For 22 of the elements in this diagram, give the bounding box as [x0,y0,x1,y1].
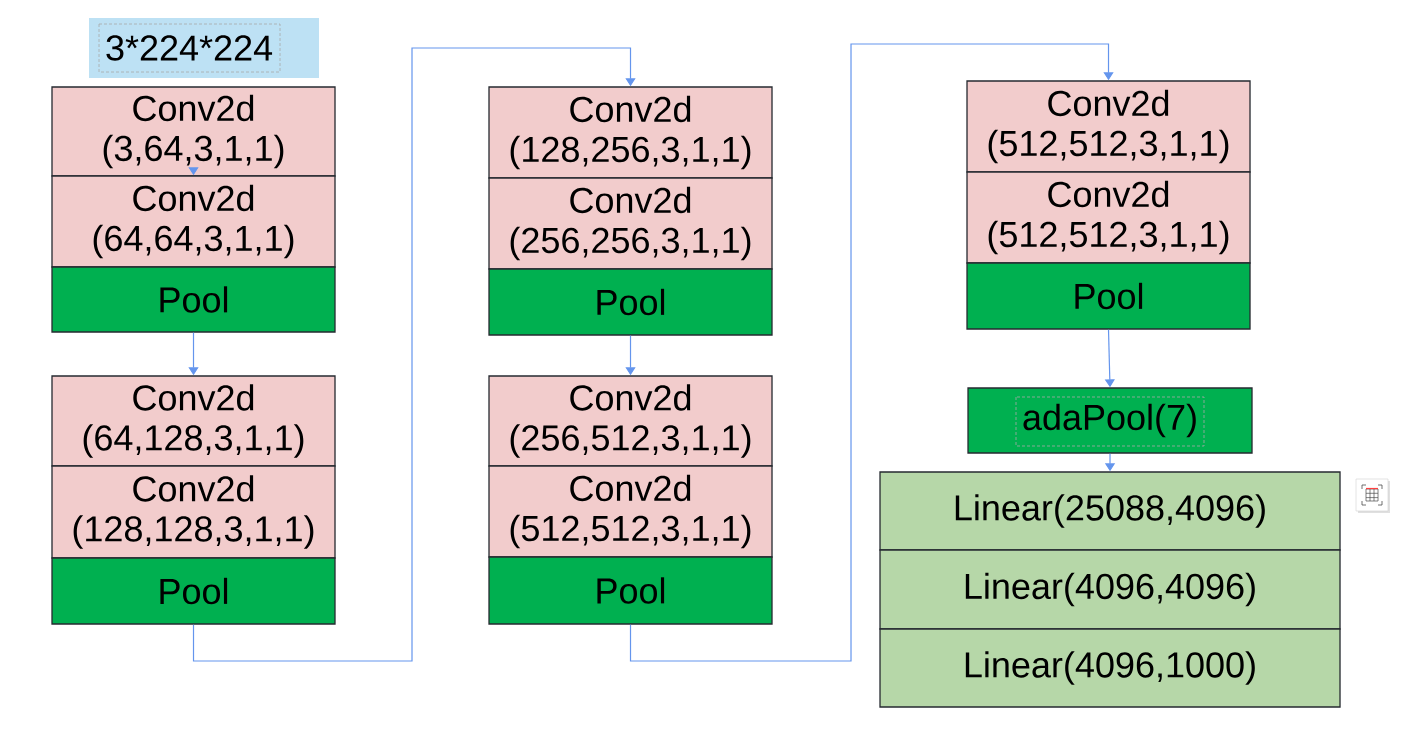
layer-box: Conv2d (128,128,3,1,1) [51,465,336,559]
layer-box: Conv2d (64,128,3,1,1) [51,375,336,467]
layer-box: Pool [488,268,773,336]
layer-box: Conv2d (128,256,3,1,1) [488,86,773,179]
layer-box: Pool [966,262,1251,330]
layer-box: Conv2d (512,512,3,1,1) [966,171,1251,264]
layer-box: Pool [51,266,336,333]
arrow [192,47,636,662]
layer-box: Conv2d (512,512,3,1,1) [488,465,773,558]
layer-box: adaPool(7) [967,387,1253,454]
layer-box: Conv2d (256,512,3,1,1) [488,375,773,467]
layer-box: Pool [51,557,336,625]
tensor-size-box: 3*224*224 [89,18,319,78]
layer-box: Conv2d (512,512,3,1,1) [966,80,1251,173]
layer-box: Linear(4096,4096) [879,549,1341,630]
layer-box: Conv2d (64,64,3,1,1) [51,175,336,268]
layer-box: Pool [488,556,773,625]
layer-box: Conv2d (256,256,3,1,1) [488,177,773,270]
layer-box: Linear(25088,4096) [879,471,1341,551]
layer-box: Conv2d (3,64,3,1,1) [51,86,336,177]
layer-box: Linear(4096,1000) [879,628,1341,708]
arrow [629,43,1114,662]
